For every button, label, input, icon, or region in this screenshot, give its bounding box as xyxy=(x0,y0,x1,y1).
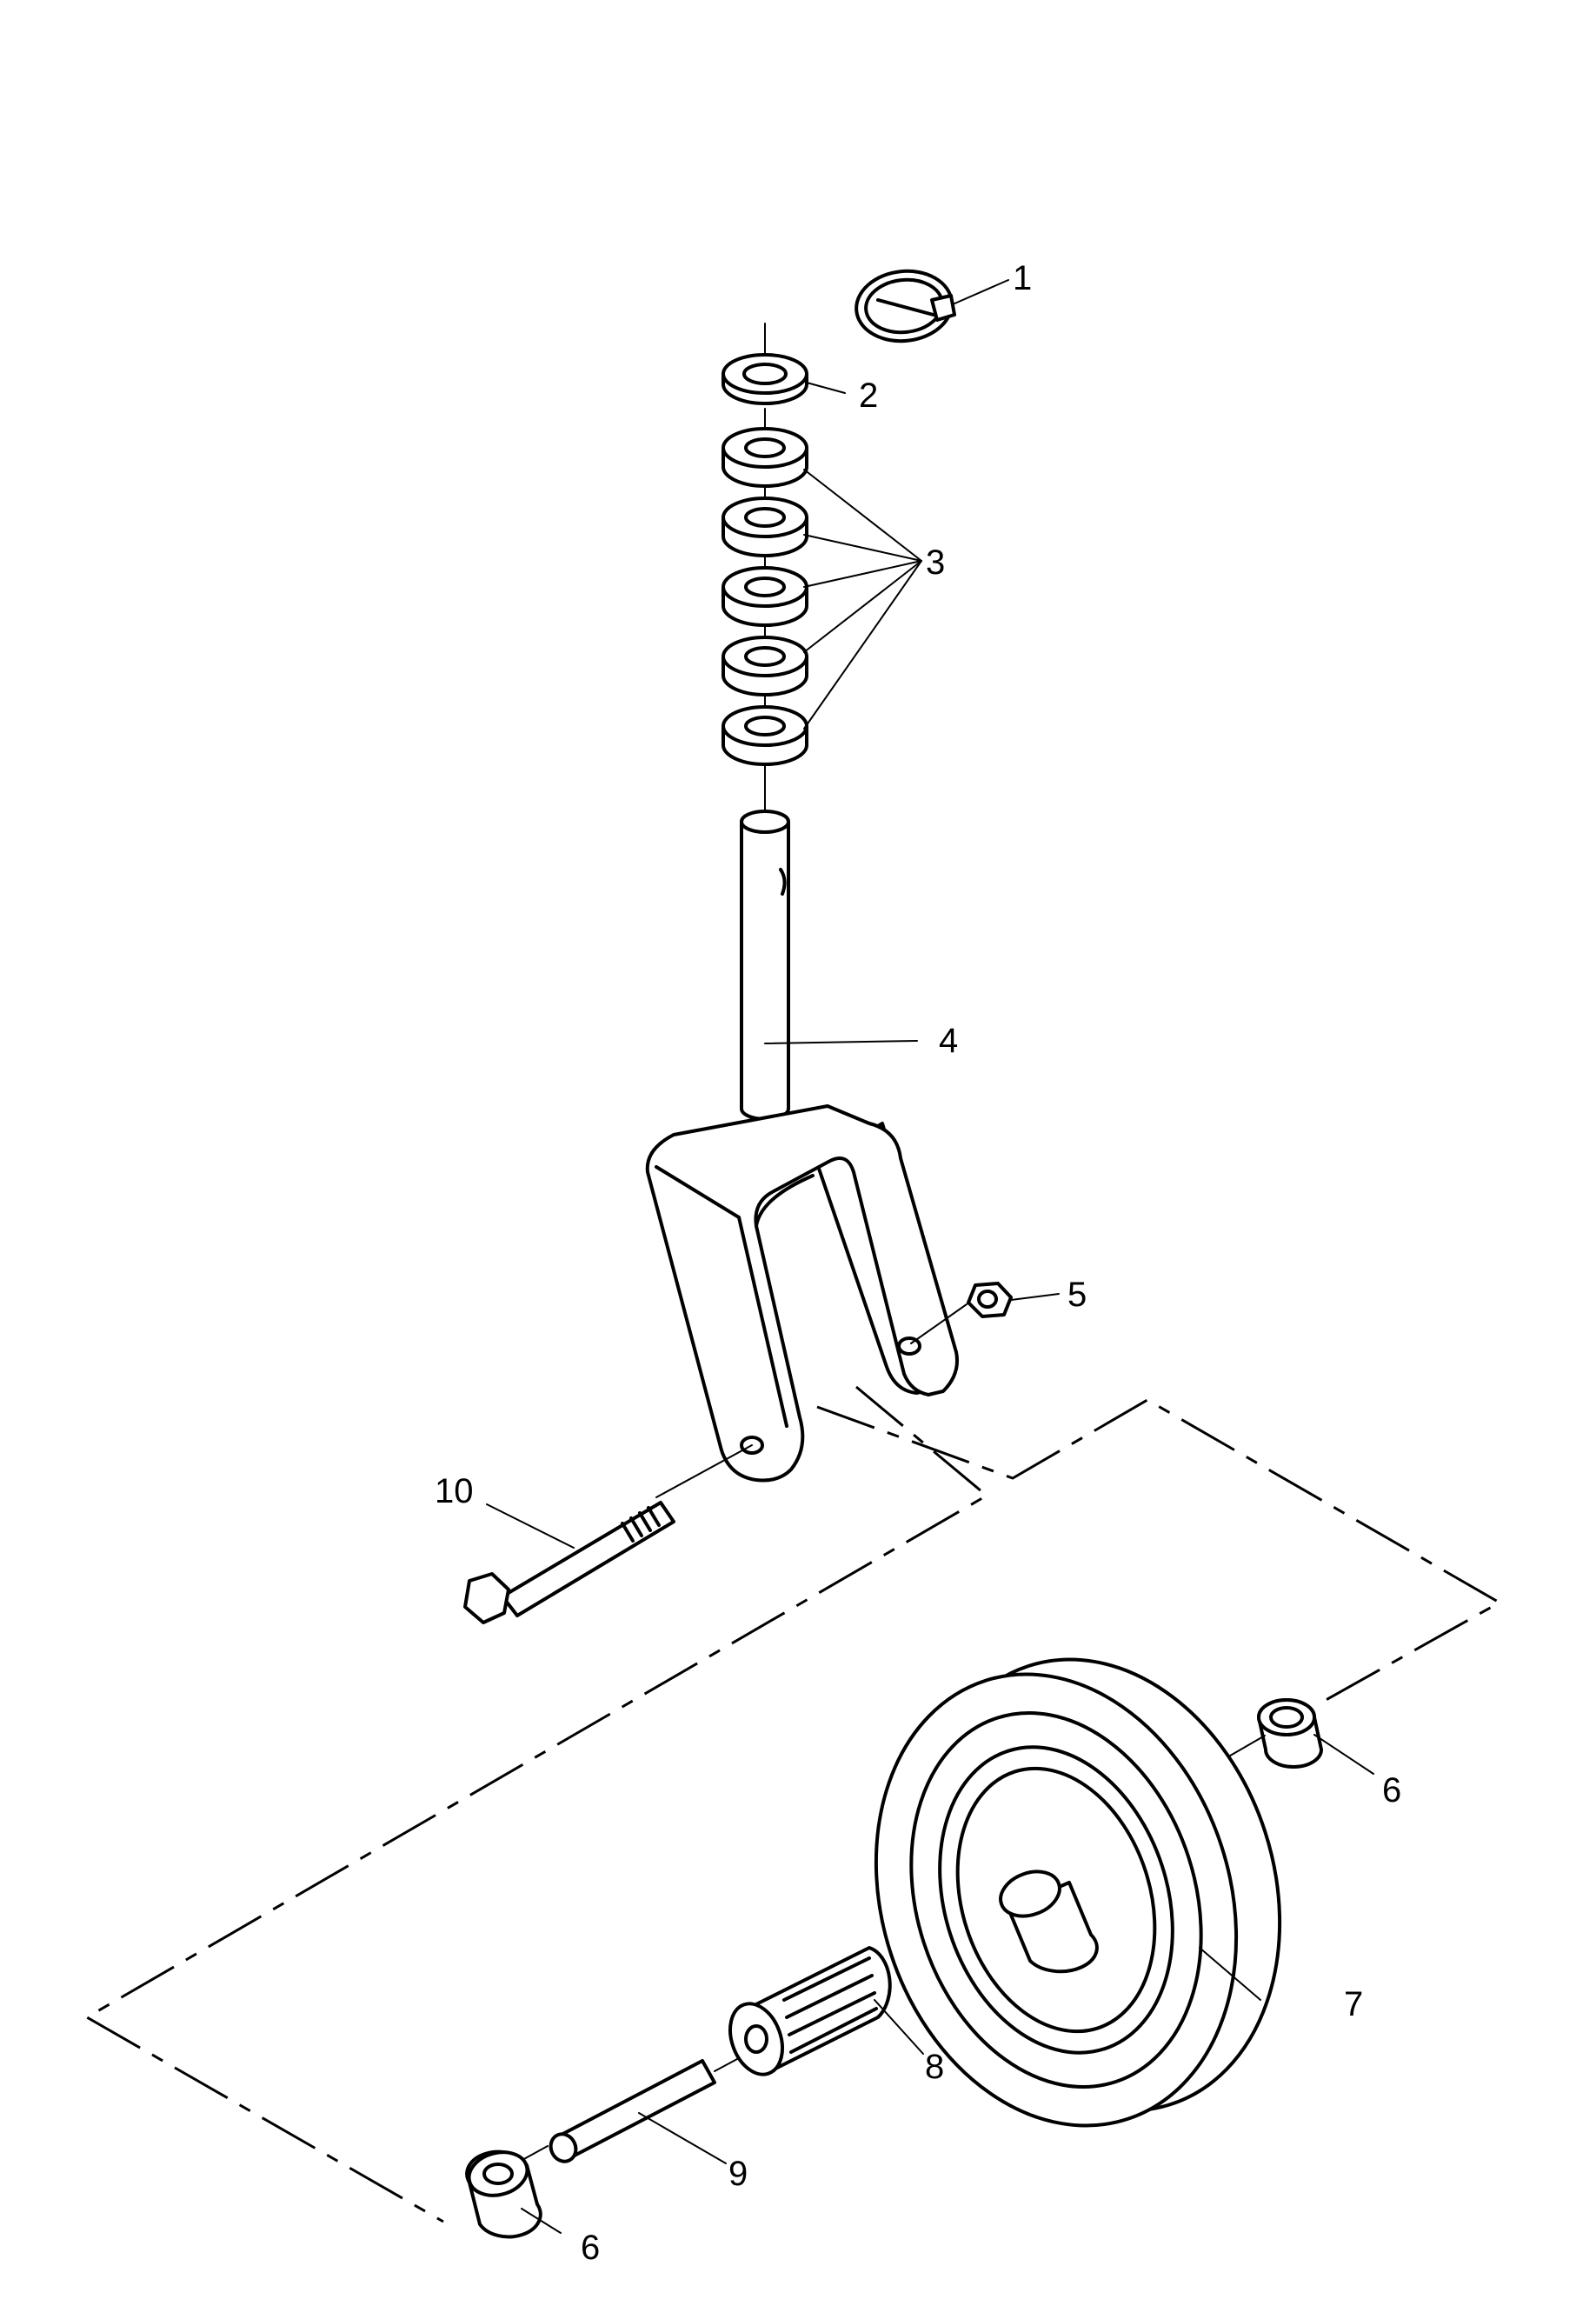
callout-2: 2 xyxy=(859,377,878,415)
part-6-bearing-right xyxy=(1257,1698,1374,1775)
callout-9: 9 xyxy=(728,2155,748,2193)
callout-labels: 1 2 3 4 5 10 6 7 8 9 6 xyxy=(435,259,1401,2267)
callout-1: 1 xyxy=(1013,259,1032,297)
part-3-spacer-washers xyxy=(722,408,922,827)
assembly-guide-lines xyxy=(83,1385,1503,2223)
part-2-flat-washer xyxy=(722,323,846,405)
callout-6-left: 6 xyxy=(581,2229,600,2267)
callout-4: 4 xyxy=(939,1022,958,1060)
part-9-sleeve xyxy=(549,2058,738,2164)
callout-5: 5 xyxy=(1067,1276,1087,1314)
part-4-fork-assembly xyxy=(645,810,959,1498)
part-6-bearing-left xyxy=(465,2145,562,2239)
part-7-wheel xyxy=(874,1657,1282,2128)
part-1-lynch-pin xyxy=(855,269,1009,343)
callout-7: 7 xyxy=(1344,1985,1363,2023)
callout-10: 10 xyxy=(435,1472,474,1510)
callout-8: 8 xyxy=(925,2048,944,2086)
part-5-hex-nut xyxy=(910,1282,1060,1344)
part-8-roller-bearing xyxy=(728,1946,924,2076)
callout-3: 3 xyxy=(926,543,945,582)
part-10-hex-bolt xyxy=(463,1501,675,1624)
callout-6-right: 6 xyxy=(1382,1771,1401,1809)
